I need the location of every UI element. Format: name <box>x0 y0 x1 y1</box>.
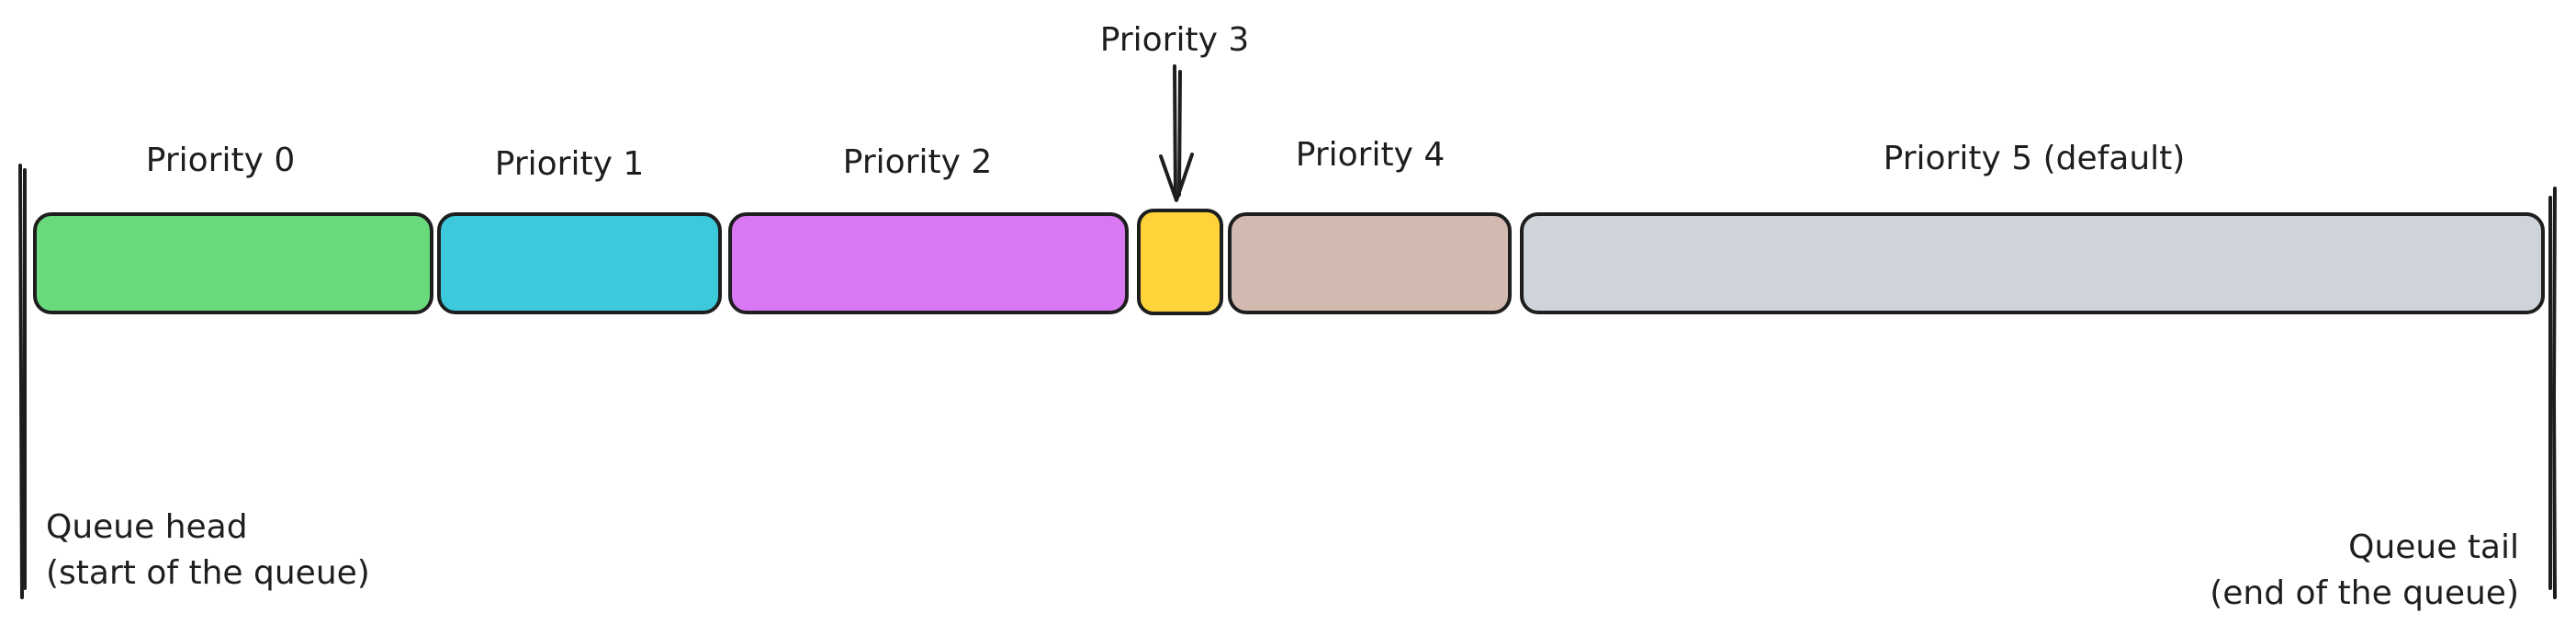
segment-priority-4: Priority 4 <box>1228 136 1512 314</box>
queue-tail-caption: Queue tail (end of the queue) <box>2210 528 2519 612</box>
segment-priority-1: Priority 1 <box>437 145 722 314</box>
segment-priority-0-block <box>33 212 433 314</box>
queue-head-line-1: Queue head <box>46 508 248 546</box>
segment-priority-3-label: Priority 3 <box>1100 21 1249 59</box>
segment-priority-3-block <box>1137 209 1223 315</box>
segment-priority-5: Priority 5 (default) <box>1520 140 2545 314</box>
segment-priority-0: Priority 0 <box>33 142 433 314</box>
segment-priority-5-label: Priority 5 (default) <box>1884 140 2186 177</box>
queue-tail-boundary <box>2548 187 2557 599</box>
segment-priority-2: Priority 2 <box>728 143 1129 314</box>
segment-priority-3: Priority 3 <box>1100 21 1249 315</box>
segment-priority-2-label: Priority 2 <box>843 143 992 181</box>
priority-3-arrow <box>1159 64 1194 202</box>
segment-priority-5-block <box>1520 212 2545 314</box>
queue-head-caption: Queue head (start of the queue) <box>46 508 370 592</box>
segment-priority-4-label: Priority 4 <box>1296 136 1445 174</box>
queue-tail-line-2: (end of the queue) <box>2210 574 2519 612</box>
segment-priority-4-block <box>1228 212 1512 314</box>
queue-head-boundary <box>18 164 27 599</box>
segment-priority-1-block <box>437 212 722 314</box>
segment-priority-0-label: Priority 0 <box>146 142 295 179</box>
segment-priority-2-block <box>728 212 1129 314</box>
queue-tail-line-1: Queue tail <box>2348 528 2519 566</box>
queue-head-line-2: (start of the queue) <box>46 554 370 592</box>
segment-priority-1-label: Priority 1 <box>495 145 644 183</box>
